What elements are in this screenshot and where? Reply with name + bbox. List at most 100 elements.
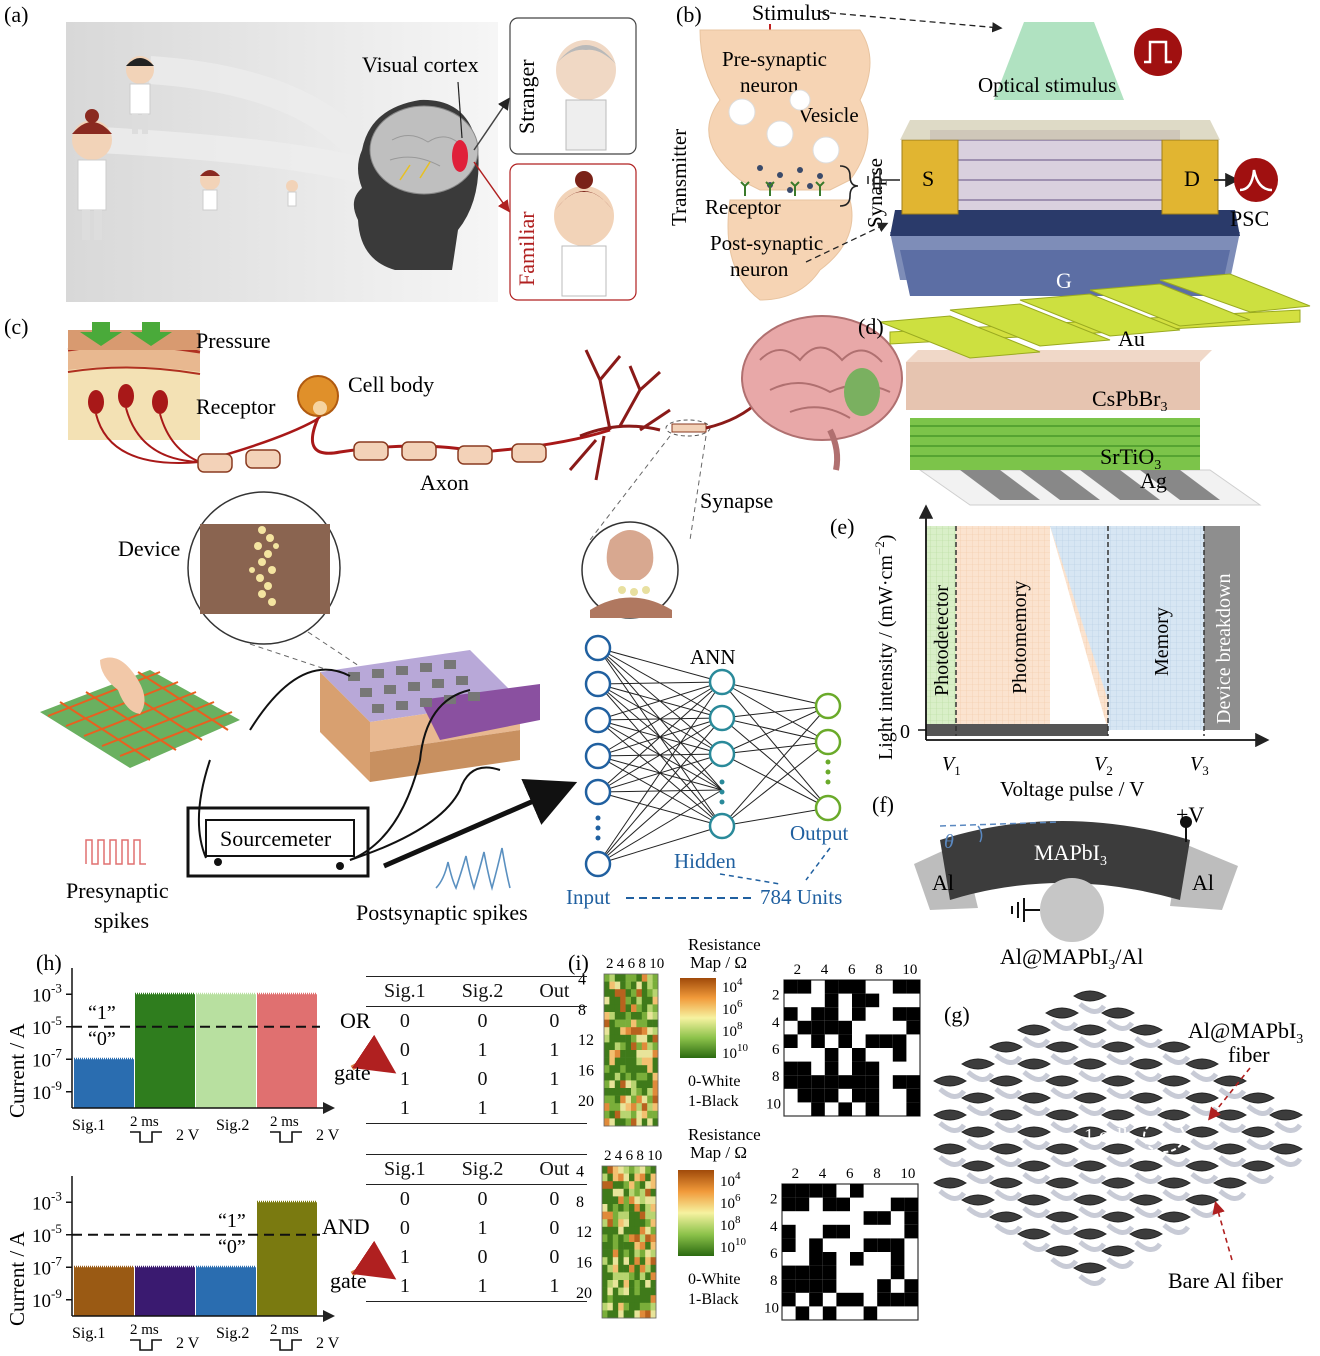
pulse-time-label: 2 ms (270, 1322, 299, 1338)
heatmap-cell (639, 1234, 646, 1243)
heatmap-cell (604, 1050, 610, 1058)
heatmap-cell (625, 1012, 632, 1020)
myelin-segments (197, 441, 547, 473)
heatmap-cell (607, 1264, 614, 1273)
heatmap-cell (625, 1118, 632, 1127)
heatmap-cell (636, 1012, 643, 1020)
heatmap-cell (609, 1012, 616, 1020)
col-sig2: Sig.2 (461, 1158, 504, 1180)
stranger-face-icon (556, 40, 616, 151)
heatmap-cell (609, 981, 616, 990)
heatmap-cell (609, 1088, 616, 1096)
touch-mesh (40, 657, 240, 768)
pre-synaptic-label-2: neuron (740, 73, 799, 97)
table-cell: 0 (477, 1010, 488, 1032)
col-sig1: Sig.1 (384, 1158, 426, 1180)
heatmap-cell (609, 1042, 616, 1051)
binary-cell (824, 980, 839, 994)
binary-cell (852, 1061, 866, 1076)
pulse-icon (130, 1339, 162, 1351)
bare-fiber-loop (1022, 1036, 1051, 1048)
perovskite-layer (930, 130, 1180, 210)
heatmap-cell (607, 1272, 614, 1281)
binary-cell (890, 1265, 905, 1280)
ellipsis-dot (825, 769, 831, 775)
heatmap-cell (652, 989, 659, 998)
binary-cell (811, 1088, 825, 1103)
pressure-arrow-icon (130, 322, 172, 346)
binary-cell (863, 1306, 878, 1320)
heatmap-cell (650, 1295, 657, 1304)
binary-cell (904, 1292, 918, 1307)
heatmap-cell (625, 1034, 632, 1043)
heatmap-cell (652, 1072, 659, 1081)
heatmap-cell (641, 1004, 648, 1013)
bare-fiber-loop (1078, 1172, 1107, 1184)
heatmap-cell (604, 1057, 610, 1066)
fiber-loop (1129, 1058, 1163, 1070)
bare-fiber-loop (1106, 1087, 1135, 1099)
heatmap-cell (607, 1173, 614, 1182)
binary-cell (822, 1184, 837, 1198)
bare-fiber-loop (938, 1121, 967, 1133)
heatmap-cell (641, 1065, 648, 1074)
heatmap-cell (652, 1027, 659, 1036)
region-breakdown-label: Device breakdown (1213, 574, 1235, 725)
heatmap-cell (612, 1204, 619, 1212)
pulse-icon (270, 1339, 302, 1351)
fiber-loop (1101, 1211, 1135, 1223)
heatmap-cell (631, 1012, 637, 1020)
heatmap-cell (647, 1019, 653, 1028)
heatmap-cell (647, 1080, 653, 1089)
bare-fiber-loop (1274, 1155, 1303, 1167)
region-photodetector (926, 526, 956, 730)
heatmap-cell (625, 1072, 632, 1081)
fiber-loop (1045, 1177, 1079, 1189)
y-tick-label: 10 (766, 1096, 781, 1112)
x-tick-label: 8 (875, 962, 883, 978)
fiber-loop (1073, 990, 1107, 1002)
binary-cell (782, 1238, 796, 1252)
fiber-loop (1101, 1245, 1135, 1257)
table-header-row: Sig.1 Sig.2 Out (366, 1154, 588, 1185)
fiber-loop (1185, 1092, 1219, 1104)
heatmap-cell (647, 1042, 653, 1051)
heatmap-cell (614, 1103, 621, 1112)
heatmap-cell (636, 989, 643, 998)
stimulus-label: Stimulus (752, 0, 830, 25)
presynaptic-spikes-icon (85, 839, 146, 865)
bar (74, 1267, 134, 1316)
bare-fiber-loop (1162, 1223, 1191, 1235)
heatmap-cell (623, 1295, 630, 1304)
heatmap-cell (636, 1072, 643, 1081)
gate-label: G (1056, 268, 1072, 293)
binary-cell (892, 1075, 907, 1089)
pulse-icon (270, 1131, 302, 1143)
y-tick-label: 6 (772, 1042, 780, 1058)
binary-cell (877, 1292, 891, 1307)
heatmap-cell (636, 1034, 643, 1043)
input-neuron (584, 850, 612, 878)
heatmap-cell (629, 1287, 635, 1296)
heatmap-cell (604, 1095, 610, 1104)
heatmap-cell (607, 1234, 614, 1243)
heatmap-cell (609, 1080, 616, 1089)
heatmap-cell (629, 1188, 635, 1197)
fiber-loop (989, 1041, 1023, 1053)
bare-fiber-loop (1106, 1223, 1135, 1235)
binary-cell (865, 1088, 880, 1103)
bar (196, 1267, 256, 1316)
heatmap-cell (607, 1188, 614, 1197)
srtio3-label: SrTiO3 (1100, 444, 1161, 473)
binary-cell (795, 1279, 810, 1293)
bar (135, 1267, 195, 1316)
filament-dots (249, 526, 279, 606)
and-gate-label-2: gate (330, 1268, 367, 1293)
heatmap-cell (623, 1234, 630, 1243)
x-tick-label: 4 (615, 1148, 623, 1164)
heatmap-cell (645, 1249, 651, 1258)
bare-fiber-loop (1134, 1070, 1163, 1082)
